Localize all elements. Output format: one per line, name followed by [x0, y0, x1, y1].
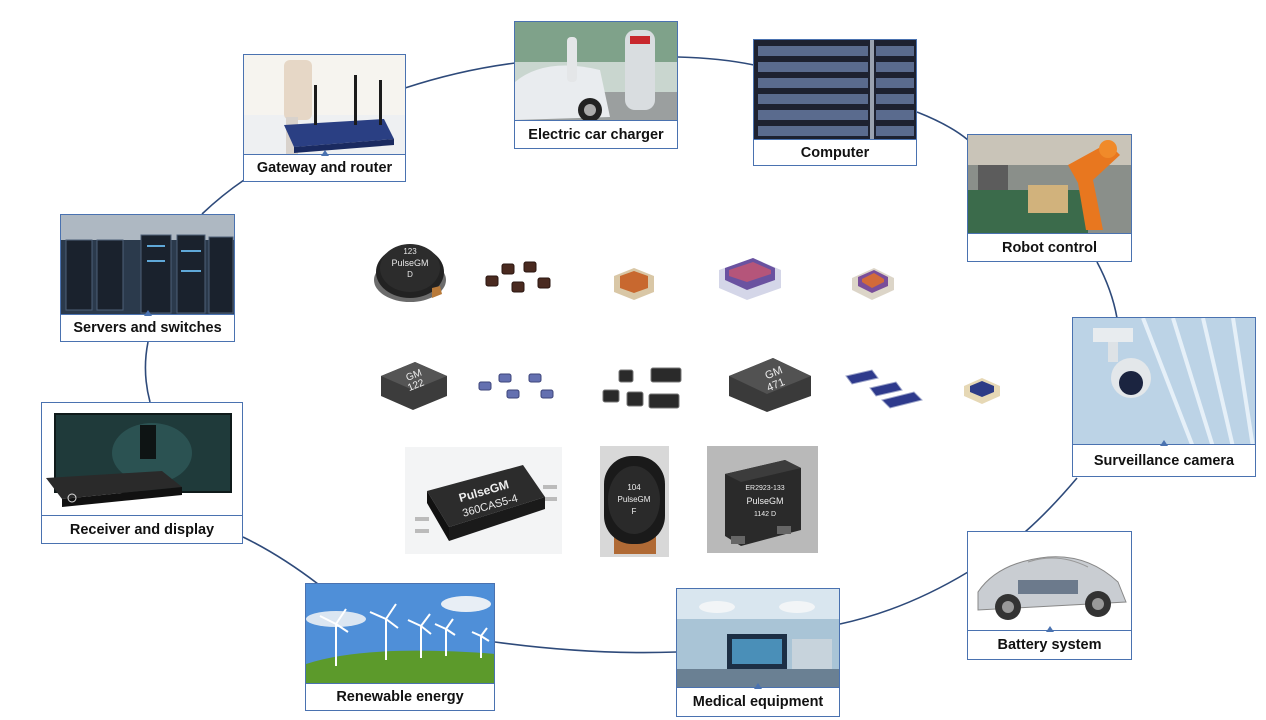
servers-photo [61, 215, 234, 316]
card-computer: Computer [753, 39, 917, 166]
card-battery-system: Battery system [967, 531, 1132, 660]
molded-inductor-122: GM 122 [381, 362, 447, 410]
round-marking-2: PulseGM [618, 495, 651, 504]
inductor-marking-3: D [407, 270, 413, 279]
card-label: Robot control [968, 233, 1131, 261]
card-surveillance-camera: Surveillance camera [1072, 317, 1256, 477]
receiver-photo [42, 403, 242, 518]
chip-inductor-group-brown [485, 261, 551, 293]
transformer-photo: PulseGM 360CAS5-4 [405, 447, 562, 554]
router-photo [244, 55, 405, 157]
shielded-inductor-photo: ER2923-133 PulseGM 1142 D [707, 446, 818, 553]
inductor-marking-2: PulseGM [391, 258, 428, 268]
pointer-triangle [320, 150, 329, 156]
card-servers-switches: Servers and switches [60, 214, 235, 342]
round-inductor-photo: 104 PulseGM F [600, 446, 669, 557]
card-label: Gateway and router [244, 154, 405, 181]
card-label: Electric car charger [515, 120, 677, 148]
smd-component-group-black [602, 367, 682, 409]
card-renewable-energy: Renewable energy [305, 583, 495, 711]
inductor-marking-1: 123 [403, 247, 417, 256]
chip-inductor-purple [719, 258, 781, 300]
round-marking-3: F [632, 507, 637, 516]
card-label: Surveillance camera [1073, 444, 1255, 476]
chip-inductor-orange [614, 268, 654, 300]
pointer-triangle [143, 310, 152, 316]
ev-charger-photo [515, 22, 677, 123]
pointer-triangle [1160, 440, 1168, 446]
camera-photo [1073, 318, 1255, 447]
card-robot-control: Robot control [967, 134, 1132, 262]
chip-inductor-small-purple [852, 268, 894, 300]
pointer-triangle [1045, 626, 1054, 632]
battery-car-photo [968, 532, 1131, 633]
shielded-marking-1: ER2923-133 [745, 485, 784, 492]
chip-inductor-group-blue [478, 373, 554, 399]
medical-photo [677, 589, 839, 690]
computer-photo [754, 40, 916, 142]
card-label: Battery system [968, 630, 1131, 659]
card-label: Servers and switches [61, 314, 234, 341]
card-label: Computer [754, 139, 916, 165]
shielded-marking-2: PulseGM [746, 496, 783, 506]
card-label: Medical equipment [677, 687, 839, 716]
card-medical-equipment: Medical equipment [676, 588, 840, 717]
card-receiver-display: Receiver and display [41, 402, 243, 544]
card-gateway-router: Gateway and router [243, 54, 406, 182]
shielded-marking-3: 1142 D [754, 511, 776, 518]
card-ev-charger: Electric car charger [514, 21, 678, 149]
robot-photo [968, 135, 1131, 236]
pointer-triangle [754, 683, 762, 689]
molded-inductor-471: GM 471 [729, 358, 811, 412]
round-marking-1: 104 [627, 483, 641, 492]
card-label: Receiver and display [42, 515, 242, 543]
card-label: Renewable energy [306, 683, 494, 710]
common-mode-choke-array [845, 369, 923, 409]
chip-inductor-tiny-blue [964, 378, 1000, 404]
power-inductor-round: 123 PulseGM D [374, 244, 446, 302]
wind-turbine-photo [306, 584, 494, 686]
